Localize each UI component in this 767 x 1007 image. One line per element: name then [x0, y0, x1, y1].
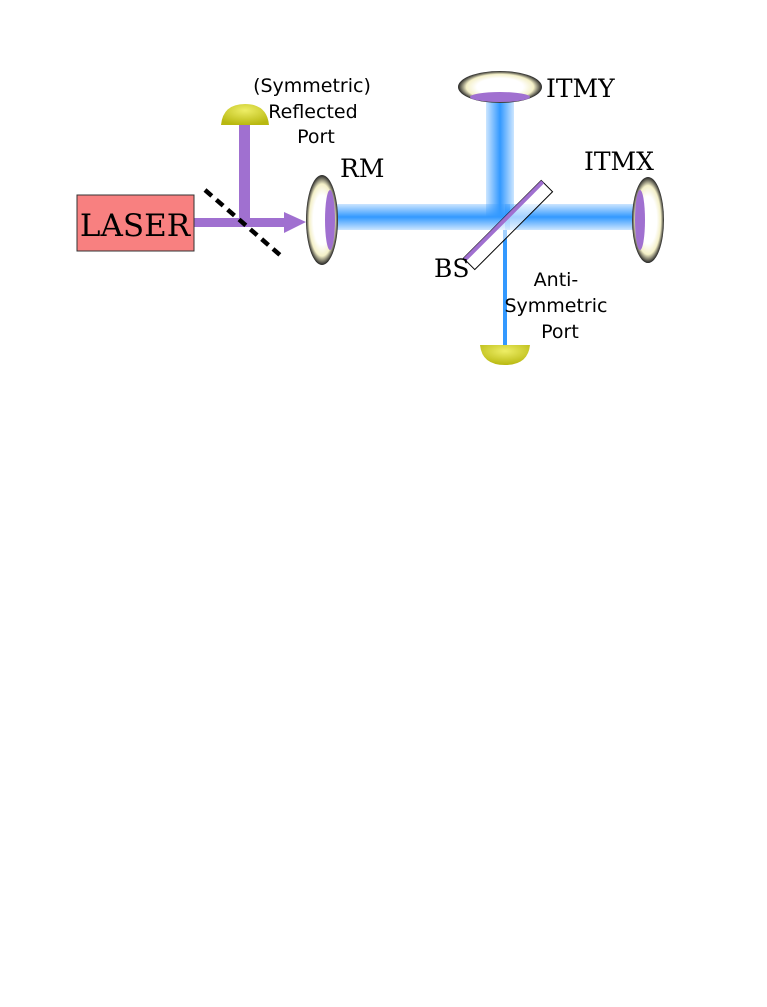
- reflected-port-label: (Symmetric) Reflected Port: [253, 75, 377, 148]
- beam-rm-bs: [330, 204, 510, 230]
- beam-antisymmetric: [503, 230, 507, 350]
- beam-bs-itmy: [486, 97, 514, 217]
- laser-label: LASER: [80, 208, 192, 244]
- laser-box: LASER: [76, 194, 195, 252]
- rm-mirror: [306, 175, 338, 265]
- itmx-label: ITMX: [584, 147, 654, 176]
- pickoff-mirror: [203, 188, 282, 257]
- bs-label: BS: [434, 254, 470, 283]
- reflected-port-detector: [221, 104, 269, 125]
- rm-label: RM: [340, 154, 384, 183]
- antisymmetric-port-label: Anti- Symmetric Port: [504, 269, 613, 343]
- itmx-mirror: [632, 177, 664, 263]
- beam-splitter: [462, 179, 554, 271]
- reflected-beam: [239, 125, 250, 223]
- itmy-mirror: [458, 71, 542, 103]
- input-beam-arrowhead: [284, 212, 306, 233]
- antisymmetric-port-detector: [480, 345, 530, 365]
- itmy-label: ITMY: [546, 74, 615, 103]
